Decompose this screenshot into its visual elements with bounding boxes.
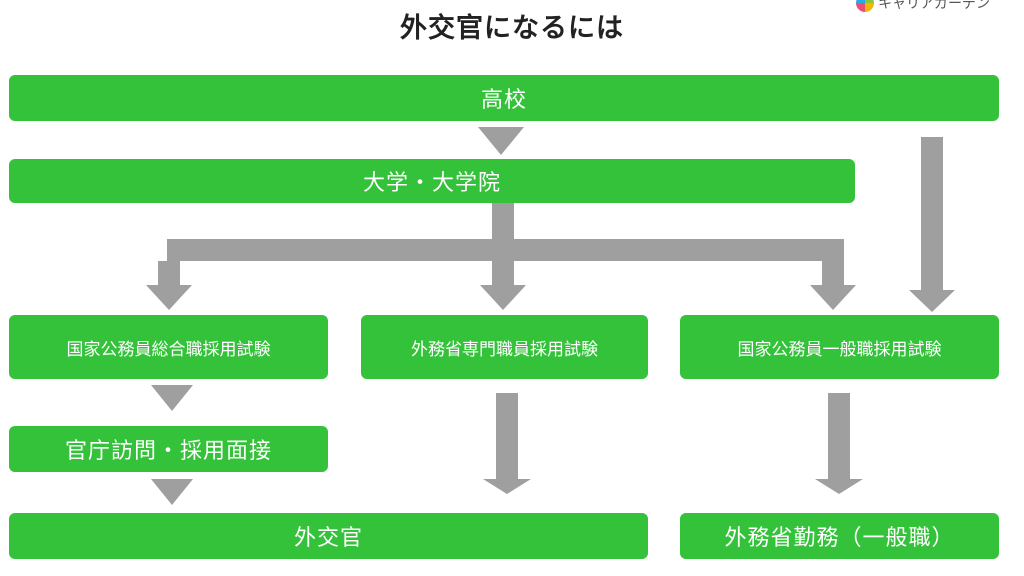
node-senmon-exam-label: 外務省専門職員採用試験 (411, 339, 598, 360)
node-university-label: 大学・大学院 (362, 171, 501, 196)
connector-branch-bar (167, 239, 844, 261)
node-university: 大学・大学院 (9, 159, 855, 203)
node-general-work-label: 外務省勤務（一般職） (724, 526, 955, 551)
arrow-highschool-to-university (478, 127, 524, 155)
arrow-highschool-to-ippan (909, 137, 955, 312)
node-interview: 官庁訪問・採用面接 (9, 426, 328, 472)
logo-icon (856, 0, 874, 12)
node-sogo-exam: 国家公務員総合職採用試験 (9, 315, 328, 379)
node-ippan-exam-label: 国家公務員一般職採用試験 (737, 339, 942, 360)
node-high-school: 高校 (9, 75, 999, 121)
page-title: 外交官になるには (400, 13, 624, 44)
node-ippan-exam: 国家公務員一般職採用試験 (680, 315, 999, 379)
node-high-school-label: 高校 (480, 88, 527, 113)
node-general-work: 外務省勤務（一般職） (680, 513, 999, 559)
node-senmon-exam: 外務省専門職員採用試験 (361, 315, 648, 379)
node-diplomat-label: 外交官 (293, 526, 363, 551)
node-interview-label: 官庁訪問・採用面接 (64, 439, 272, 464)
connector-university-trunk (492, 203, 514, 239)
arrow-sogo-to-interview (151, 385, 193, 411)
arrow-ippan-to-general-work (815, 393, 863, 494)
node-sogo-exam-label: 国家公務員総合職採用試験 (66, 339, 271, 360)
brand-logo: キャリアガーデン (856, 0, 990, 16)
arrow-university-to-senmon (480, 261, 526, 310)
node-diplomat: 外交官 (9, 513, 648, 559)
logo-text: キャリアガーデン (878, 0, 990, 12)
arrow-university-to-sogo (146, 261, 192, 310)
arrow-university-to-ippan (810, 261, 856, 310)
arrow-interview-to-diplomat (151, 479, 193, 505)
arrow-senmon-to-diplomat (483, 393, 531, 494)
